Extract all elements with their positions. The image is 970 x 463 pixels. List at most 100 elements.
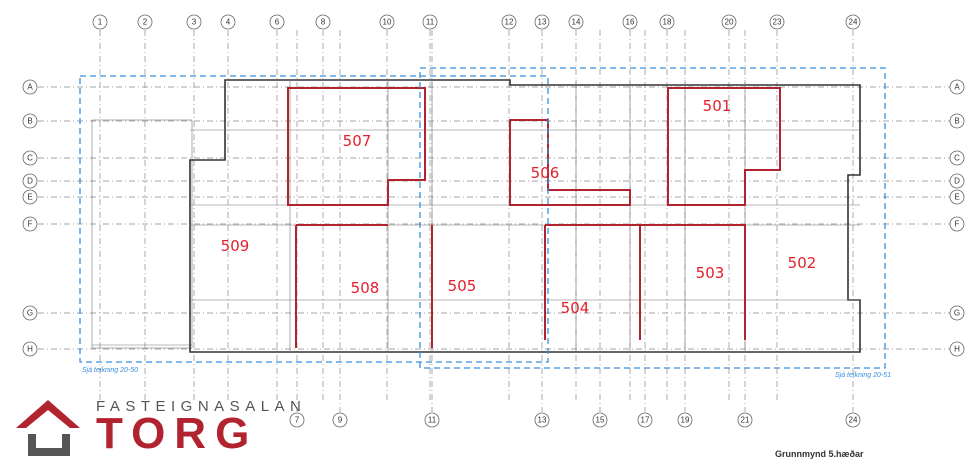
logo-top-text: FASTEIGNASALAN — [96, 398, 307, 415]
grid-label: A — [27, 83, 33, 92]
logo: FASTEIGNASALAN TORG — [14, 398, 301, 458]
grid-label: 11 — [426, 18, 435, 27]
grid-marker-row-F — [949, 216, 965, 232]
grid-label: B — [954, 117, 959, 126]
grid-marker-top-20 — [721, 14, 737, 30]
grid-marker-top-12 — [501, 14, 517, 30]
grid-label: 2 — [143, 18, 148, 27]
grid-label: H — [954, 345, 960, 354]
reference-frame-left — [79, 75, 549, 363]
grid-marker-row-H — [22, 341, 38, 357]
grid-marker-row-C — [22, 150, 38, 166]
building-outline — [189, 79, 861, 353]
grid-label: 12 — [505, 18, 514, 27]
grid-marker-top-14 — [568, 14, 584, 30]
apartment-outline-501 — [667, 87, 781, 206]
grid-marker-row-G — [949, 305, 965, 321]
grid-marker-row-H — [949, 341, 965, 357]
grid-label: H — [27, 345, 33, 354]
grid-label: 15 — [596, 416, 605, 425]
grid-marker-top-6 — [269, 14, 285, 30]
logo-main-text: TORG — [96, 409, 259, 458]
grid-label: 13 — [538, 416, 547, 425]
grid-label: E — [27, 193, 32, 202]
grid-marker-bottom-7 — [289, 412, 305, 428]
grid-label: 4 — [226, 18, 231, 27]
apartment-outline-503 — [639, 224, 746, 340]
grid-marker-row-C — [949, 150, 965, 166]
grid-label: A — [954, 83, 960, 92]
apartment-outline-507 — [287, 87, 426, 206]
grid-marker-row-F — [22, 216, 38, 232]
grid-marker-top-13 — [534, 14, 550, 30]
grid-label: 17 — [641, 416, 650, 425]
grid-label: 10 — [383, 18, 392, 27]
grid-label: 14 — [572, 18, 581, 27]
grid-marker-bottom-15 — [592, 412, 608, 428]
grid-label: 11 — [428, 416, 437, 425]
grid-label: 7 — [295, 416, 300, 425]
apartment-outline-506 — [509, 119, 631, 206]
grid-label: C — [27, 154, 33, 163]
grid-marker-top-10 — [379, 14, 395, 30]
reference-frame-right — [419, 67, 886, 369]
grid-label: G — [27, 309, 33, 318]
grid-marker-top-2 — [137, 14, 153, 30]
grid-marker-bottom-24 — [845, 412, 861, 428]
apartment-number-502[interactable]: 502 — [788, 254, 817, 272]
apartment-number-505[interactable]: 505 — [448, 277, 477, 295]
grid-label: 24 — [849, 18, 858, 27]
grid-marker-row-B — [949, 113, 965, 129]
grid-marker-top-8 — [315, 14, 331, 30]
grid-marker-row-A — [22, 79, 38, 95]
apartment-number-507[interactable]: 507 — [343, 132, 372, 150]
grid-marker-top-23 — [769, 14, 785, 30]
reference-left: Sjá teikning 20-50 — [82, 367, 138, 374]
grid-label: 16 — [626, 18, 635, 27]
grid-label: 1 — [98, 18, 103, 27]
grid-marker-row-G — [22, 305, 38, 321]
grid-label: 24 — [849, 416, 858, 425]
grid-label: 3 — [192, 18, 197, 27]
apartment-number-504[interactable]: 504 — [561, 299, 590, 317]
grid-marker-bottom-11 — [424, 412, 440, 428]
house-icon — [16, 400, 80, 456]
grid-label: 9 — [338, 416, 343, 425]
apartment-outline-508 — [295, 224, 388, 348]
reference-right: Sjá teikning 20-51 — [835, 372, 891, 379]
grid-marker-top-3 — [186, 14, 202, 30]
grid-label: 20 — [725, 18, 734, 27]
grid-marker-top-18 — [659, 14, 675, 30]
grid-marker-bottom-9 — [332, 412, 348, 428]
grid-label: 13 — [538, 18, 547, 27]
grid-label: 19 — [681, 416, 690, 425]
grid-marker-row-A — [949, 79, 965, 95]
grid-marker-row-D — [22, 173, 38, 189]
terrace — [91, 119, 193, 349]
grid-label: E — [954, 193, 959, 202]
grid-marker-bottom-21 — [737, 412, 753, 428]
grid-marker-top-11 — [422, 14, 438, 30]
grid-marker-row-D — [949, 173, 965, 189]
plan-caption: Grunnmynd 5.hæðar — [775, 449, 864, 459]
apartment-number-503[interactable]: 503 — [696, 264, 725, 282]
apartment-number-509[interactable]: 509 — [221, 237, 250, 255]
apartment-outline-504 — [544, 224, 640, 340]
grid-label: D — [27, 177, 33, 186]
apartment-number-508[interactable]: 508 — [351, 279, 380, 297]
grid-label: B — [27, 117, 32, 126]
grid-label: D — [954, 177, 960, 186]
grid-marker-top-24 — [845, 14, 861, 30]
grid-label: 6 — [275, 18, 280, 27]
apartment-number-501[interactable]: 501 — [703, 97, 732, 115]
grid-marker-row-B — [22, 113, 38, 129]
grid-marker-top-1 — [92, 14, 108, 30]
grid-label: G — [954, 309, 960, 318]
apartment-number-506[interactable]: 506 — [531, 164, 560, 182]
grid-label: 8 — [321, 18, 326, 27]
grid-marker-bottom-13 — [534, 412, 550, 428]
grid-marker-bottom-19 — [677, 412, 693, 428]
grid-label: C — [954, 154, 960, 163]
grid-label: F — [28, 220, 33, 229]
